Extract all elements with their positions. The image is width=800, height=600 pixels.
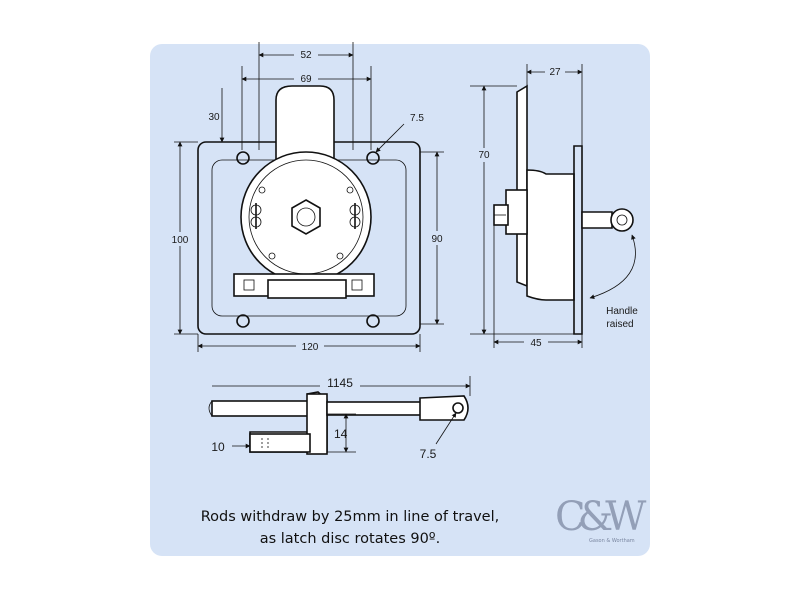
- mount-hole-br: [366, 314, 380, 328]
- mount-hole-tl: [236, 151, 250, 165]
- handle-rotation-arrow: [589, 234, 636, 300]
- dim-7-5-rod: 7.5: [420, 447, 437, 461]
- dim-90: 90: [431, 234, 443, 245]
- dim-70: 70: [478, 150, 490, 161]
- side-flange: [516, 84, 528, 288]
- caption-line-2: as latch disc rotates 90º.: [259, 531, 441, 547]
- dim-27: 27: [549, 67, 561, 78]
- dim-10: 10: [211, 440, 225, 454]
- mount-hole-tr: [366, 151, 380, 165]
- side-handle-ring-hole: [616, 214, 628, 226]
- rod-bracket-upright: [306, 393, 328, 455]
- dim-52: 52: [300, 50, 312, 61]
- right-rod-pin: [349, 203, 361, 229]
- bracket-slot: [351, 279, 363, 291]
- dim-7-5-hole: 7.5: [410, 113, 424, 124]
- rod-link-arm: [326, 401, 423, 416]
- disc-hole: [346, 186, 354, 194]
- lower-bracket-inner: [267, 279, 347, 299]
- handle-label-line1: Handle: [606, 306, 638, 317]
- left-rod-pin: [250, 203, 262, 229]
- handle-label-line2: raised: [606, 319, 633, 330]
- bracket-slot: [243, 279, 255, 291]
- hex-nut: [291, 199, 321, 235]
- brand-logo: C&W Gason & Wortham: [555, 494, 646, 550]
- mount-hole-bl: [236, 314, 250, 328]
- rod-view: 1145 14 10 7.5: [208, 376, 471, 461]
- dim-45: 45: [530, 338, 542, 349]
- side-spindle: [505, 189, 528, 235]
- rod-bracket-foot: [249, 433, 311, 453]
- side-view: Handle raised 27 70 45: [470, 64, 638, 349]
- dim-120: 120: [302, 342, 319, 353]
- disc-hole: [268, 252, 276, 260]
- logo-subtitle: Gason & Wortham: [589, 538, 635, 544]
- side-body: [526, 169, 575, 301]
- logo-mark: C&W: [555, 494, 646, 540]
- caption-line-1: Rods withdraw by 25mm in line of travel,: [200, 509, 500, 525]
- dim-100: 100: [172, 235, 189, 246]
- side-handle-ring: [610, 208, 634, 232]
- dim-14: 14: [334, 427, 348, 441]
- hex-nut-bore: [296, 207, 316, 227]
- dim-1145: 1145: [327, 376, 353, 390]
- rod-eye-hole: [452, 402, 464, 414]
- disc-hole: [336, 252, 344, 260]
- rod-shaft: [211, 400, 313, 417]
- dim-69: 69: [300, 74, 312, 85]
- side-handle-shaft: [581, 211, 613, 229]
- dim-30: 30: [208, 112, 220, 123]
- rod-break: [208, 400, 213, 417]
- side-plate: [573, 145, 583, 335]
- front-view: 52 69 30 7.5 100 90: [166, 42, 450, 353]
- disc-hole: [258, 186, 266, 194]
